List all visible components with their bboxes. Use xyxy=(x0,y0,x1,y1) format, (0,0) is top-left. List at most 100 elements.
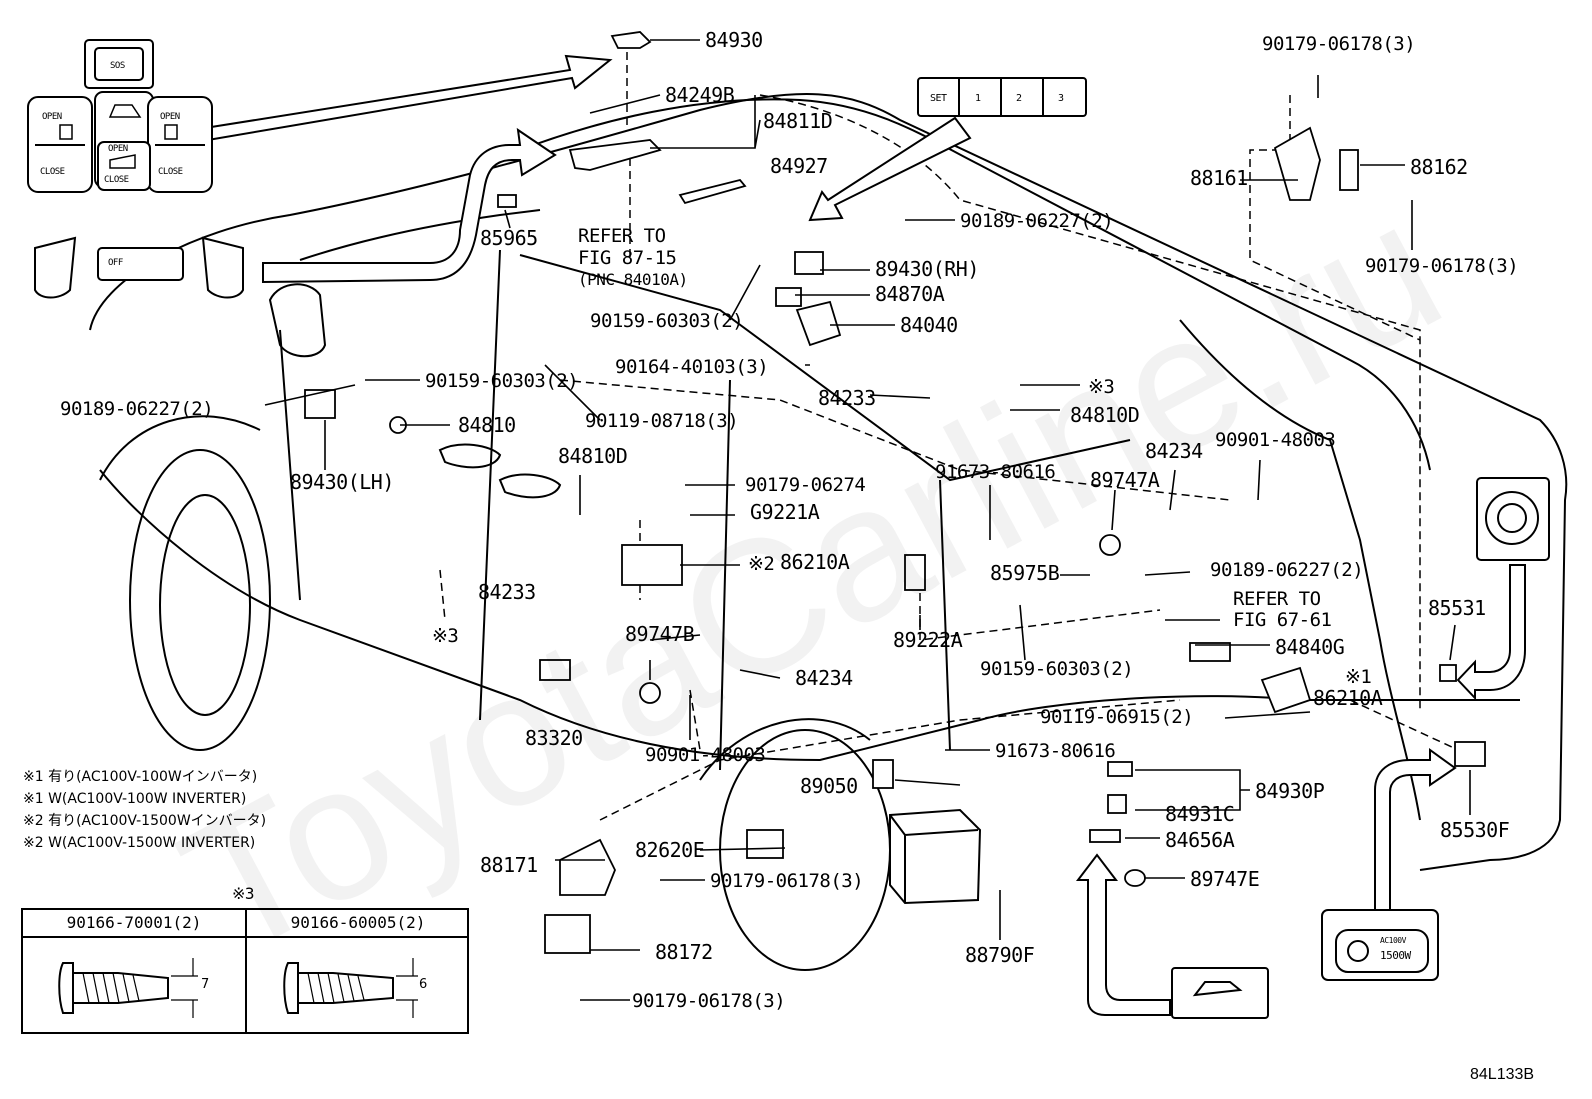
label-84810: 84810 xyxy=(458,413,516,437)
arrow-liftgate-switch xyxy=(1075,853,1171,1016)
part-84811D xyxy=(568,139,662,171)
part-84927-led xyxy=(678,178,747,205)
part-86210A-b xyxy=(1260,666,1312,714)
label-84811D: 84811D xyxy=(763,109,833,133)
label-88162: 88162 xyxy=(1410,155,1468,179)
arrow-inverter-cover xyxy=(1456,564,1526,701)
bolt-1 xyxy=(58,962,169,1014)
label-90159-60303-a: 90159-60303(2) xyxy=(590,310,744,332)
label-86210A-b: 86210A xyxy=(1313,686,1383,710)
ac-outlet-inset xyxy=(1321,909,1439,981)
part-89747A xyxy=(1099,534,1121,556)
part-84656A xyxy=(1089,829,1121,843)
label-88161: 88161 xyxy=(1190,166,1248,190)
part-88172 xyxy=(544,914,591,954)
part-85531 xyxy=(1439,664,1457,682)
label-83320: 83320 xyxy=(525,726,583,750)
label-85531: 85531 xyxy=(1428,596,1486,620)
part-84040 xyxy=(795,300,842,347)
label-refer-fig67-1: REFER TO xyxy=(1233,588,1321,610)
rear-wheel xyxy=(719,729,891,971)
battery-box xyxy=(889,808,982,905)
bolt-2 xyxy=(283,962,394,1014)
label-88790F: 88790F xyxy=(965,943,1035,967)
label-90179-06178-top: 90179-06178(3) xyxy=(1262,33,1416,55)
bolt-drawings xyxy=(58,958,418,1018)
label-note1-a: ※1 xyxy=(1345,666,1372,688)
front-wheel xyxy=(129,449,271,751)
label-89050: 89050 xyxy=(800,774,858,798)
door-handle-1 xyxy=(438,443,502,469)
part-83320 xyxy=(539,659,571,681)
diagram-code: 84L133B xyxy=(1470,1066,1535,1083)
label-88171: 88171 xyxy=(480,853,538,877)
label-note3-a: ※3 xyxy=(1088,376,1115,398)
part-84930P xyxy=(1107,761,1133,777)
label-86210A-a: 86210A xyxy=(780,550,850,574)
bolt-table: 90166-70001(2) 90166-60005(2) 7 6 xyxy=(21,908,469,1034)
note-2-jp: ※2 有り(AC100V-1500Wインバータ) xyxy=(23,813,267,829)
bolt-1-dim: 7 xyxy=(201,977,210,992)
seat2-label: 2 xyxy=(1016,93,1022,104)
label-90179-06274: 90179-06274 xyxy=(745,474,866,496)
label-90179-06178-right: 90179-06178(3) xyxy=(1365,255,1519,277)
bolt-table-title: ※3 xyxy=(232,884,255,903)
switch-panel-icon xyxy=(27,39,244,299)
label-84840G: 84840G xyxy=(1275,635,1345,659)
close-label-left: CLOSE xyxy=(40,167,65,177)
sos-label: SOS xyxy=(110,61,125,71)
label-89222A: 89222A xyxy=(893,628,963,652)
label-85965: 85965 xyxy=(480,226,538,250)
open-label-center: OPEN xyxy=(108,144,128,154)
label-90159-60303-b: 90159-60303(2) xyxy=(425,370,579,392)
label-90159-60303-c: 90159-60303(2) xyxy=(980,658,1134,680)
label-84810D-b: 84810D xyxy=(558,444,628,468)
label-89430LH: 89430(LH) xyxy=(290,470,394,494)
part-89747E xyxy=(1124,869,1146,887)
part-86210A-a xyxy=(621,544,683,586)
label-84233-b: 84233 xyxy=(478,580,536,604)
label-85530F: 85530F xyxy=(1440,818,1510,842)
label-89747B: 89747B xyxy=(625,622,695,646)
vehicle-roof-line xyxy=(519,98,1431,471)
label-90119-06915: 90119-06915(2) xyxy=(1040,706,1194,728)
arrow-outlet xyxy=(1374,748,1457,911)
vehicle-lower-line xyxy=(99,469,1520,762)
label-84233-a: 84233 xyxy=(818,386,876,410)
label-90189-06227-b: 90189-06227(2) xyxy=(60,398,214,420)
part-88162 xyxy=(1339,149,1359,191)
ac-voltage-label: AC100V xyxy=(1380,936,1406,945)
label-84927: 84927 xyxy=(770,154,828,178)
liftgate-icon xyxy=(108,104,142,118)
label-90901-48003-b: 90901-48003 xyxy=(645,744,766,766)
close-label-right: CLOSE xyxy=(158,167,183,177)
label-90119-08718: 90119-08718(3) xyxy=(585,410,739,432)
arrow-top-switch xyxy=(203,54,613,142)
label-85975B: 85975B xyxy=(990,561,1060,585)
open-label-right: OPEN xyxy=(160,112,180,122)
label-90189-06227-c: 90189-06227(2) xyxy=(1210,559,1364,581)
seat1-label: 1 xyxy=(975,93,981,104)
door-handle-2 xyxy=(498,473,562,499)
label-89747E: 89747E xyxy=(1190,867,1260,891)
part-89747B xyxy=(639,682,661,704)
part-82620E xyxy=(746,829,784,859)
label-88172: 88172 xyxy=(655,940,713,964)
inverter-cover-inset xyxy=(1476,477,1550,561)
vehicle-side-line xyxy=(279,249,951,771)
label-90164-40103: 90164-40103(3) xyxy=(615,356,769,378)
part-88171 xyxy=(559,838,616,896)
part-89430RH xyxy=(794,251,824,275)
label-91673-80616-a: 91673-80616 xyxy=(935,461,1056,483)
close-label-center: CLOSE xyxy=(104,175,129,185)
liftgate-switch-inset xyxy=(1171,967,1269,1019)
label-82620E: 82620E xyxy=(635,838,705,862)
side-mirror xyxy=(268,283,327,358)
label-84870A: 84870A xyxy=(875,282,945,306)
part-88161 xyxy=(1273,126,1321,201)
label-84930P: 84930P xyxy=(1255,779,1325,803)
label-84040: 84040 xyxy=(900,313,958,337)
part-85530F xyxy=(1454,741,1486,767)
label-89747A: 89747A xyxy=(1090,468,1160,492)
